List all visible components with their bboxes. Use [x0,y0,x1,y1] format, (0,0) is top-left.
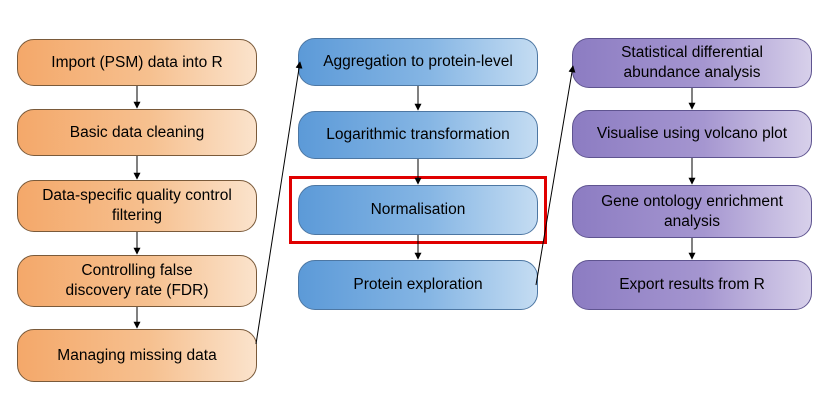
normalisation-highlight-frame [289,176,547,244]
step-import-psm-data: Import (PSM) data into R [17,39,257,86]
step-export-results: Export results from R [572,260,812,310]
step-label: Controlling false discovery rate (FDR) [65,262,209,299]
step-label: Aggregation to protein-level [323,53,513,70]
step-label: Managing missing data [57,346,217,364]
step-gene-ontology-enrichment: Gene ontology enrichment analysis [572,185,812,238]
step-label: Visualise using volcano plot [596,125,788,142]
step-quality-control-filtering: Data-specific quality control filtering [17,180,257,232]
step-label: Basic data cleaning [69,123,205,141]
step-protein-exploration: Protein exploration [298,260,538,310]
step-label: Data-specific quality control filtering [42,187,232,224]
step-label: Gene ontology enrichment analysis [601,192,783,230]
step-aggregation-protein-level: Aggregation to protein-level [298,38,538,86]
step-label: Normalisation [370,201,466,218]
step-label: Import (PSM) data into R [51,53,223,71]
step-volcano-plot: Visualise using volcano plot [572,110,812,158]
step-normalisation: Normalisation [298,185,538,235]
step-label: Logarithmic transformation [326,126,510,143]
step-logarithmic-transformation: Logarithmic transformation [298,111,538,159]
step-controlling-fdr: Controlling false discovery rate (FDR) [17,255,257,307]
step-statistical-differential-abundance: Statistical differential abundance analy… [572,38,812,88]
step-label: Statistical differential abundance analy… [621,44,763,81]
step-label: Export results from R [619,276,765,293]
step-basic-data-cleaning: Basic data cleaning [17,109,257,156]
step-managing-missing-data: Managing missing data [17,329,257,382]
step-label: Protein exploration [353,276,483,293]
